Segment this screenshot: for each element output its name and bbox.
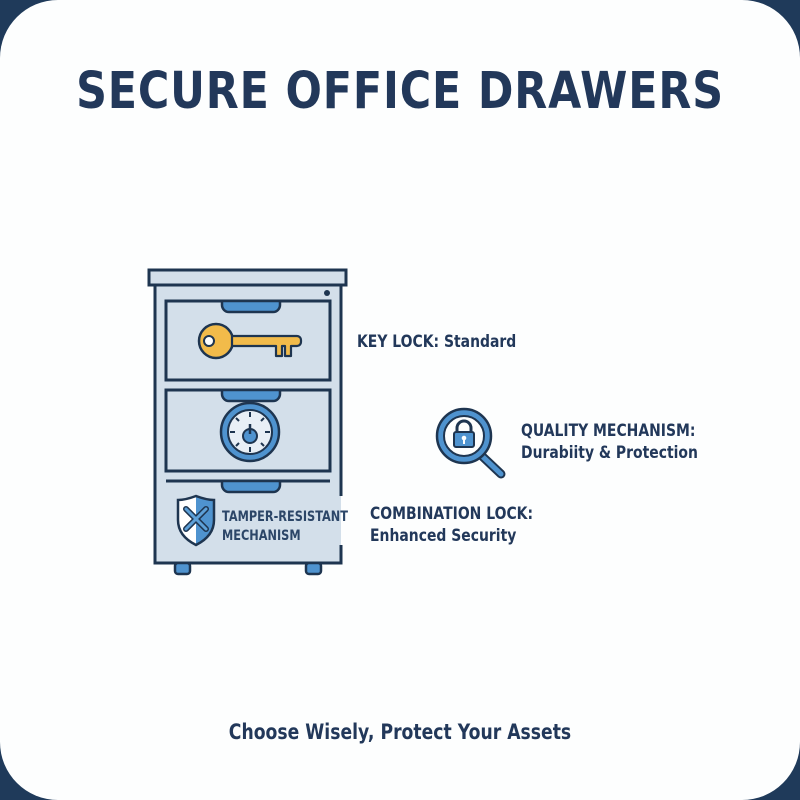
quality-line1: QUALITY MECHANISM: (521, 421, 696, 441)
drawer-handle[interactable] (220, 479, 282, 494)
key-icon (197, 322, 303, 360)
footer-tagline: Choose Wisely, Protect Your Assets (228, 720, 572, 744)
drawer-combination-lock[interactable] (164, 388, 332, 473)
page-title: SECURE OFFICE DRAWERS (76, 62, 724, 121)
combination-line1: COMBINATION LOCK: (370, 504, 534, 524)
drawer-tamper-resistant[interactable] (166, 479, 330, 547)
cabinet-leg (304, 561, 323, 576)
quality-mechanism-callout: QUALITY MECHANISM: Durabiity & Protectio… (521, 420, 698, 464)
cabinet-top (147, 268, 348, 287)
combination-line2: Enhanced Security (370, 526, 517, 546)
drawer-key-lock[interactable] (164, 299, 332, 382)
key-lock-callout: KEY LOCK: Standard (357, 332, 517, 352)
magnifier-lock-icon (435, 407, 506, 479)
drawer-handle[interactable] (220, 299, 282, 314)
quality-line2: Durabiity & Protection (521, 443, 698, 463)
cabinet-leg (173, 561, 192, 576)
drawer-handle[interactable] (220, 388, 282, 403)
tamper-resistant-label: TAMPER-RESISTANT MECHANISM (222, 508, 348, 546)
combination-lock-callout: COMBINATION LOCK: Enhanced Security (370, 503, 533, 547)
tamper-label-line1: TAMPER-RESISTANT (222, 509, 348, 525)
tamper-label-line2: MECHANISM (222, 528, 301, 544)
shield-wrench-icon (176, 494, 216, 547)
dial-icon (219, 401, 281, 463)
